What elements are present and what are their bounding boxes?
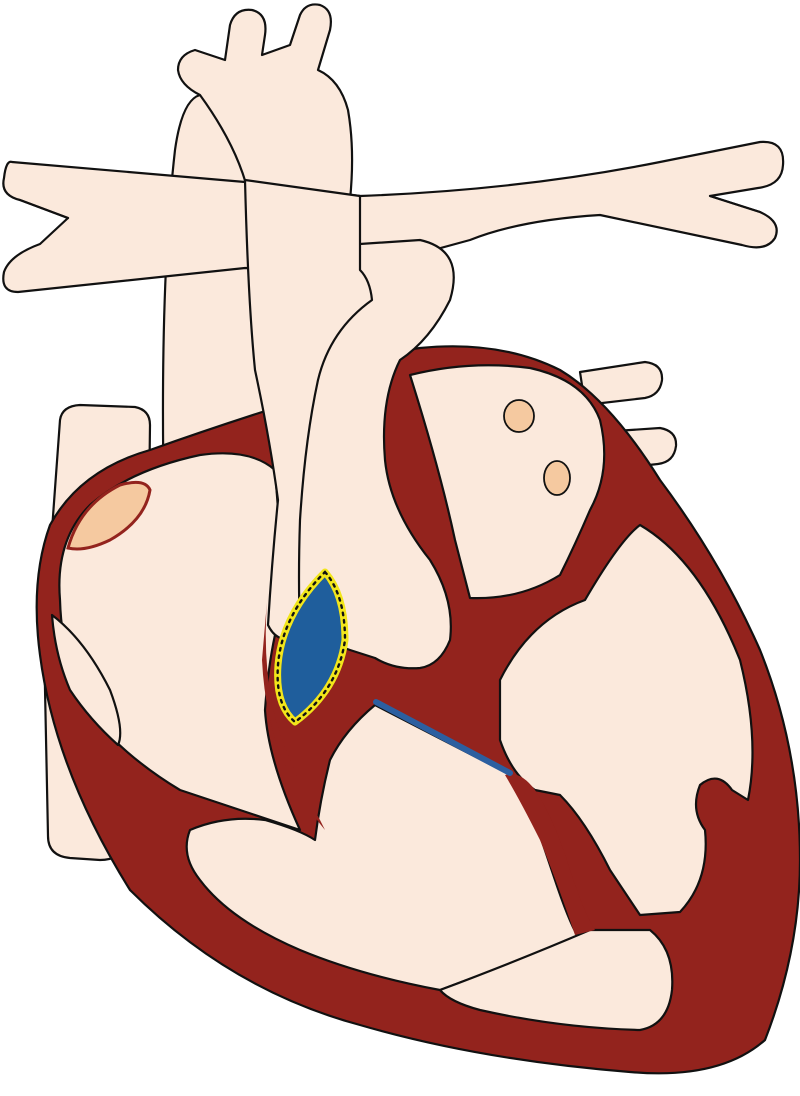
heart-diagram — [0, 0, 800, 1096]
